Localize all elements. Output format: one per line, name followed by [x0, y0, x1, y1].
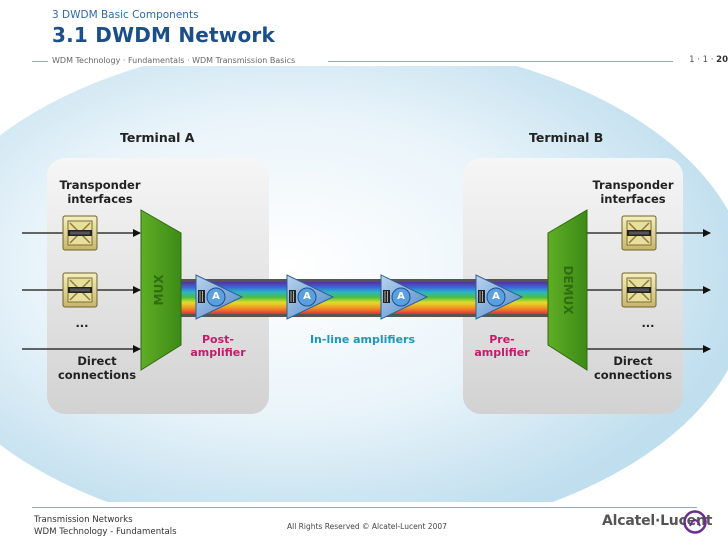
mux-block	[140, 209, 182, 371]
transponder-a-2	[62, 272, 98, 308]
ellipsis-a: ...	[75, 316, 89, 330]
demux-label: DEMUX	[561, 265, 575, 315]
amp-symbol-3: A	[397, 291, 405, 302]
transponder-b-1	[621, 215, 657, 251]
transponder-a-1	[62, 215, 98, 251]
terminal-b-title: Terminal B	[529, 130, 604, 145]
alcatel-lucent-logo-icon	[683, 510, 707, 534]
direct-connections-label-a: Direct connections	[57, 354, 137, 382]
footer-copyright: All Rights Reserved © Alcatel-Lucent 200…	[287, 522, 447, 531]
ellipsis-b: ...	[641, 316, 655, 330]
header-rule-left	[32, 61, 48, 62]
footer-rule	[32, 507, 697, 508]
direct-connections-label-b: Direct connections	[593, 354, 673, 382]
demux-block	[547, 209, 588, 371]
transponder-b-2	[621, 272, 657, 308]
amp-symbol-1: A	[212, 291, 220, 302]
footer-course-title: Transmission Networks WDM Technology - F…	[34, 515, 177, 537]
section-label: 3 DWDM Basic Components	[52, 9, 199, 21]
inline-amplifiers-label: In-line amplifiers	[309, 333, 416, 346]
breadcrumb: WDM Technology · Fundamentals · WDM Tran…	[52, 56, 296, 65]
header-rule-right	[328, 61, 673, 62]
dwdm-network-diagram	[0, 66, 728, 502]
page-title: 3.1 DWDM Network	[52, 23, 275, 47]
transponder-label-b: Transponder interfaces	[592, 178, 674, 206]
amp-symbol-4: A	[492, 291, 500, 302]
page-number: 1 · 1 · 20	[689, 55, 728, 65]
post-amplifier-label: Post- amplifier	[190, 333, 246, 359]
transponder-label-a: Transponder interfaces	[59, 178, 141, 206]
amp-symbol-2: A	[303, 291, 311, 302]
mux-label: MUX	[152, 274, 166, 306]
terminal-a-title: Terminal A	[120, 130, 195, 145]
pre-amplifier-label: Pre- amplifier	[474, 333, 530, 359]
